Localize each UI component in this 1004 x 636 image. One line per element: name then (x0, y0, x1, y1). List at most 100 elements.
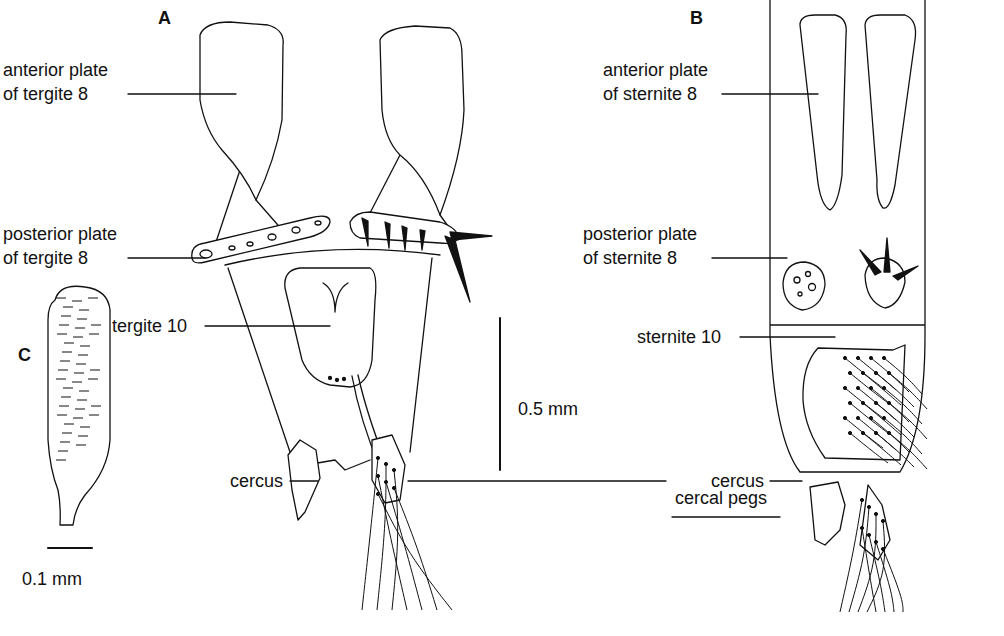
posterior-plate (192, 216, 330, 263)
surface-hatching (75, 328, 85, 329)
plate-pore (268, 234, 276, 240)
tergite-10 (285, 268, 376, 387)
surface-hatching (73, 337, 83, 338)
seta (884, 358, 922, 394)
seta-base (867, 505, 870, 508)
surface-hatching (76, 445, 86, 446)
surface-hatching (64, 424, 74, 425)
surface-hatching (57, 334, 67, 335)
seta-base (856, 356, 859, 359)
surface-hatching (89, 334, 99, 335)
seta-base (392, 486, 395, 489)
seta (840, 500, 862, 612)
surface-hatching (59, 406, 69, 407)
surface-hatching (58, 451, 68, 452)
anterior-plate (200, 22, 283, 200)
surface-hatching (80, 346, 90, 347)
plate-pore (229, 246, 235, 250)
seta-base (856, 416, 859, 419)
surface-hatching (77, 319, 87, 320)
seta-base (843, 416, 846, 419)
seta-base (874, 540, 877, 543)
part-label: anterior plate of tergite 8 (3, 58, 121, 106)
plate-pore (247, 242, 253, 246)
surface-hatching (61, 397, 71, 398)
surface-hatching (91, 325, 101, 326)
seta-base (376, 456, 379, 459)
seta (378, 476, 407, 610)
seta (883, 549, 903, 612)
cercus (288, 440, 320, 520)
surface-hatching (72, 301, 82, 302)
seta-base (881, 547, 884, 550)
surface-hatching (74, 373, 84, 374)
seta (867, 521, 885, 612)
part-label: tergite 10 (112, 314, 187, 338)
part-label: sternite 10 (637, 325, 721, 349)
seta-base (861, 371, 864, 374)
plate-pore (798, 292, 802, 296)
seta (394, 488, 437, 610)
surface-hatching (60, 442, 70, 443)
surface-hatching (60, 361, 70, 362)
seta-base (384, 480, 387, 483)
seta-base (874, 371, 877, 374)
cercus (810, 482, 845, 545)
surface-hatching (56, 460, 66, 461)
leader-line (128, 94, 835, 517)
plate-pore (809, 284, 816, 291)
seta-base (343, 378, 346, 381)
surface-hatching (89, 415, 99, 416)
seta-base (869, 416, 872, 419)
scale-bar (48, 547, 92, 549)
seta-base (843, 356, 846, 359)
surface-hatching (78, 355, 88, 356)
seta-base (874, 401, 877, 404)
seta-base (848, 431, 851, 434)
surface-hatching (61, 316, 71, 317)
plate-pore (794, 277, 800, 283)
surface-hatching (88, 298, 98, 299)
surface-hatching (91, 406, 101, 407)
surface-hatching (57, 415, 67, 416)
body-outline (225, 249, 440, 470)
seta (889, 373, 927, 409)
part-label: cercal pegs (675, 486, 767, 510)
panel-letter: A (158, 6, 171, 30)
plate-pore (292, 227, 300, 233)
seta-base (869, 356, 872, 359)
seta-base (392, 468, 395, 471)
seta (876, 542, 894, 612)
seta (377, 464, 386, 610)
surface-hatching (56, 298, 66, 299)
seta-base (887, 431, 890, 434)
seta (862, 528, 876, 612)
surface-hatching (63, 307, 73, 308)
seta (884, 388, 922, 424)
plate-pore (806, 272, 811, 277)
seta (858, 514, 876, 612)
surface-hatching (79, 391, 89, 392)
seta-base (856, 386, 859, 389)
seta-base (329, 377, 332, 380)
surface-hatching (77, 400, 87, 401)
seta-base (848, 371, 851, 374)
seta (849, 507, 869, 612)
seta-base (861, 431, 864, 434)
part-label: anterior plate of sternite 8 (603, 58, 727, 106)
anterior-plate (800, 15, 846, 210)
part-label: posterior plate of tergite 8 (3, 222, 125, 270)
seta-base (882, 356, 885, 359)
seta (889, 433, 927, 469)
seta-base (861, 401, 864, 404)
seta (889, 403, 927, 439)
scale-label: 0.5 mm (518, 397, 578, 421)
surface-hatching (90, 370, 100, 371)
seta-base (336, 379, 339, 382)
plate-pore (315, 221, 321, 225)
seta-base (848, 401, 851, 404)
seta-base (860, 526, 863, 529)
plate-pore (200, 250, 212, 258)
detail-outline (48, 286, 110, 525)
seta-base (874, 431, 877, 434)
